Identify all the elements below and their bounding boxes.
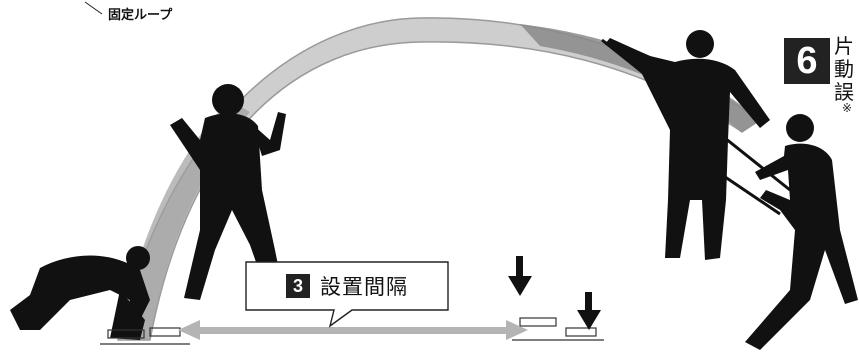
step-text-line-2: 動	[834, 57, 854, 81]
standing-person-left	[170, 84, 286, 302]
loop-leader-line	[84, 1, 103, 15]
kneeling-person	[10, 246, 150, 340]
spacing-callout: 3 設置間隔	[246, 262, 448, 310]
standing-person-right	[605, 30, 770, 260]
step-text-line-1: 片	[834, 34, 854, 58]
base-plate-right	[512, 317, 604, 341]
callout-number-badge: 3	[286, 274, 310, 298]
sheet-dark-section	[520, 24, 760, 132]
down-arrow-icon	[508, 256, 532, 296]
walking-person	[745, 114, 858, 350]
spacing-measure-arrow	[178, 320, 528, 340]
fixing-loop-label: 固定ループ	[108, 8, 173, 23]
step-text-line-3: 誤	[834, 80, 854, 104]
step-note-mark: ※	[842, 101, 853, 115]
step-number-badge: 6	[784, 38, 830, 84]
sheet-left-shade	[118, 100, 250, 340]
base-plate-left	[100, 327, 190, 345]
down-arrow-icon	[577, 292, 601, 330]
callout-text: 設置間隔	[320, 275, 408, 299]
